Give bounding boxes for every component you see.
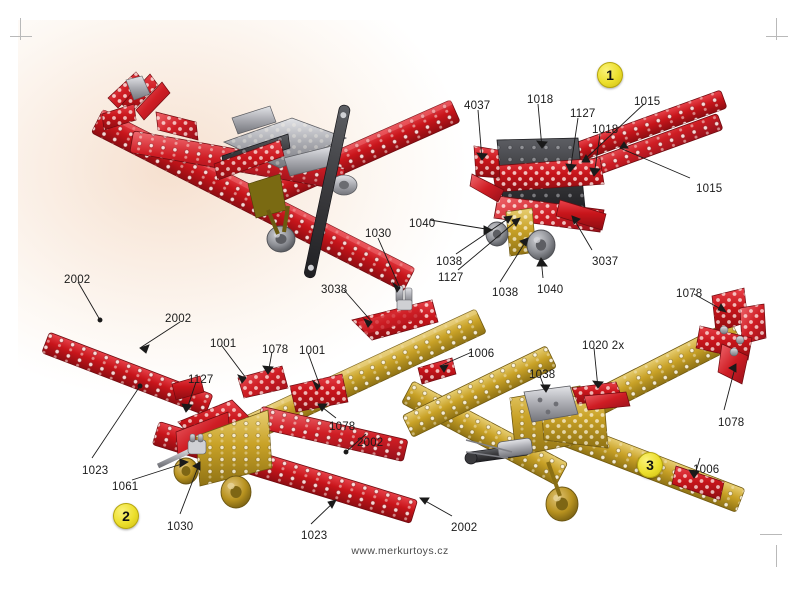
leader-lines (77, 103, 737, 525)
crop-mark (10, 36, 32, 37)
part-label-1038: 1038 (436, 256, 463, 268)
step3-tail (695, 287, 767, 385)
part-label-1078: 1078 (718, 417, 745, 429)
part-label-1023: 1023 (301, 530, 328, 542)
part-label-1078: 1078 (329, 421, 356, 433)
part-label-1030: 1030 (365, 228, 392, 240)
part-label-1001: 1001 (210, 338, 237, 350)
part-label-1015: 1015 (634, 96, 661, 108)
part-label-1001: 1001 (299, 345, 326, 357)
crop-mark (20, 18, 21, 40)
step3-model (401, 287, 767, 522)
main-model (91, 71, 461, 292)
part-label-1006: 1006 (468, 348, 495, 360)
part-label-1018: 1018 (527, 94, 554, 106)
part-label-1127: 1127 (438, 272, 464, 284)
part-label-1006: 1006 (693, 464, 720, 476)
part-label-1018: 1018 (592, 124, 619, 136)
part-label-1015: 1015 (696, 183, 723, 195)
part-label-2002: 2002 (451, 522, 478, 534)
crop-mark (776, 18, 777, 40)
part-label-2002: 2002 (64, 274, 91, 286)
step-badge-2: 2 (113, 503, 139, 529)
step1-model (469, 89, 728, 261)
part-label-4037: 4037 (464, 100, 491, 112)
part-label-1127: 1127 (570, 108, 596, 120)
crop-mark (760, 534, 782, 535)
part-label-3037: 3037 (592, 256, 619, 268)
part-label-1023: 1023 (82, 465, 109, 477)
crop-mark (776, 545, 777, 567)
step-badge-1: 1 (597, 62, 623, 88)
part-label-1078: 1078 (262, 344, 289, 356)
part-label-1061: 1061 (112, 481, 139, 493)
part-label-1038: 1038 (529, 369, 556, 381)
part-label-3038: 3038 (321, 284, 348, 296)
part-label-1040: 1040 (409, 218, 436, 230)
part-label-1040: 1040 (537, 284, 564, 296)
part-label-2002: 2002 (165, 313, 192, 325)
part-label-2002: 2002 (357, 437, 384, 449)
crop-mark (766, 36, 788, 37)
footer-url[interactable]: www.merkurtoys.cz (351, 545, 449, 557)
part-label-1038: 1038 (492, 287, 519, 299)
part-label-1030: 1030 (167, 521, 194, 533)
nose-axle (464, 437, 533, 465)
part-label-1078: 1078 (676, 288, 703, 300)
step-badge-3: 3 (637, 452, 663, 478)
part-label-1127: 1127 (188, 374, 214, 386)
tail-fin (351, 285, 439, 341)
part-label-1020-2x: 1020 2x (582, 340, 625, 352)
step2-model (41, 285, 487, 524)
